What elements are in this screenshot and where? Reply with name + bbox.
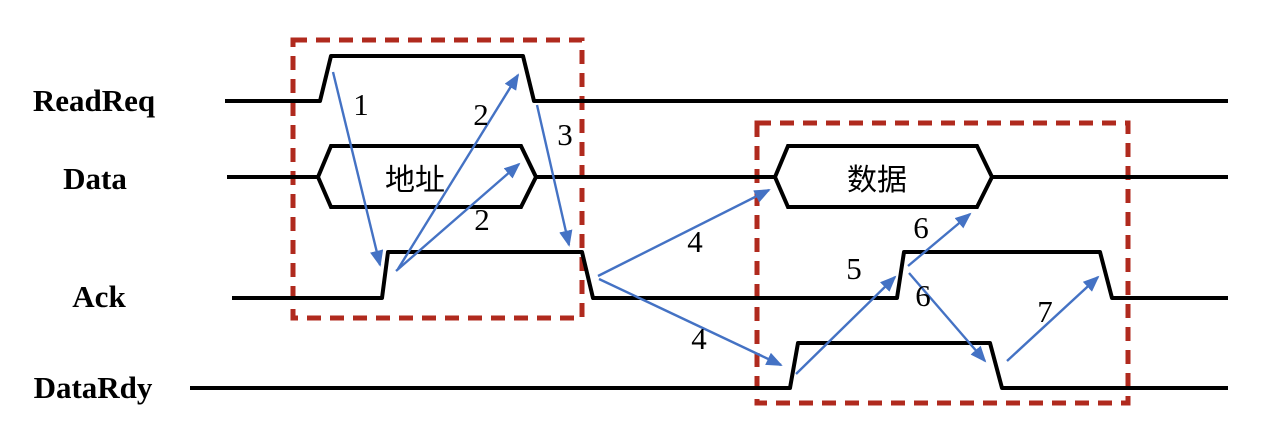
step-label-1: 1 [353, 87, 369, 122]
arrow-4-ack-fall-to-data-valid [597, 188, 771, 278]
signal-label-ack: Ack [72, 279, 126, 314]
waveform-readreq [225, 54, 1228, 103]
bus-value-address: 地址 [385, 164, 445, 197]
step-label-4-datardy: 4 [691, 321, 707, 356]
signal-label-datardy: DataRdy [34, 370, 153, 405]
waveform-datardy [190, 341, 1228, 390]
bus-data-hexagon [772, 144, 995, 209]
arrow-5-datardy-rise-to-ack-rise [795, 275, 897, 375]
bus-value-data: 数据 [847, 164, 907, 197]
arrow-4-ack-fall-to-datardy-rise [598, 277, 783, 367]
step-label-4-data: 4 [687, 224, 703, 259]
step-label-5: 5 [846, 251, 862, 286]
arrow-2-ack-rise-to-address-release [395, 162, 521, 272]
handshake-box-reply [754, 120, 1131, 406]
arrow-7-datardy-fall-to-ack-fall [1006, 275, 1100, 362]
step-label-6-datardy: 6 [915, 278, 931, 313]
step-label-7: 7 [1037, 294, 1053, 329]
arrow-2-ack-rise-to-readreq-fall [396, 73, 520, 270]
bus-address-hexagon [315, 144, 539, 209]
step-label-2-data: 2 [474, 202, 490, 237]
step-label-6-data: 6 [913, 210, 929, 245]
signal-label-data: Data [63, 161, 127, 196]
step-label-2-readreq: 2 [473, 97, 489, 132]
step-label-3: 3 [557, 117, 573, 152]
arrow-6-ack-rise-to-data-release [907, 212, 972, 267]
waveform-ack [232, 250, 1228, 300]
signal-label-readreq: ReadReq [33, 83, 155, 118]
arrow-1-readreq-rise-to-ack-rise [331, 71, 384, 267]
arrow-6-ack-rise-to-datardy-fall [908, 272, 987, 363]
arrow-3-readreq-fall-to-ack-fall [535, 104, 573, 247]
